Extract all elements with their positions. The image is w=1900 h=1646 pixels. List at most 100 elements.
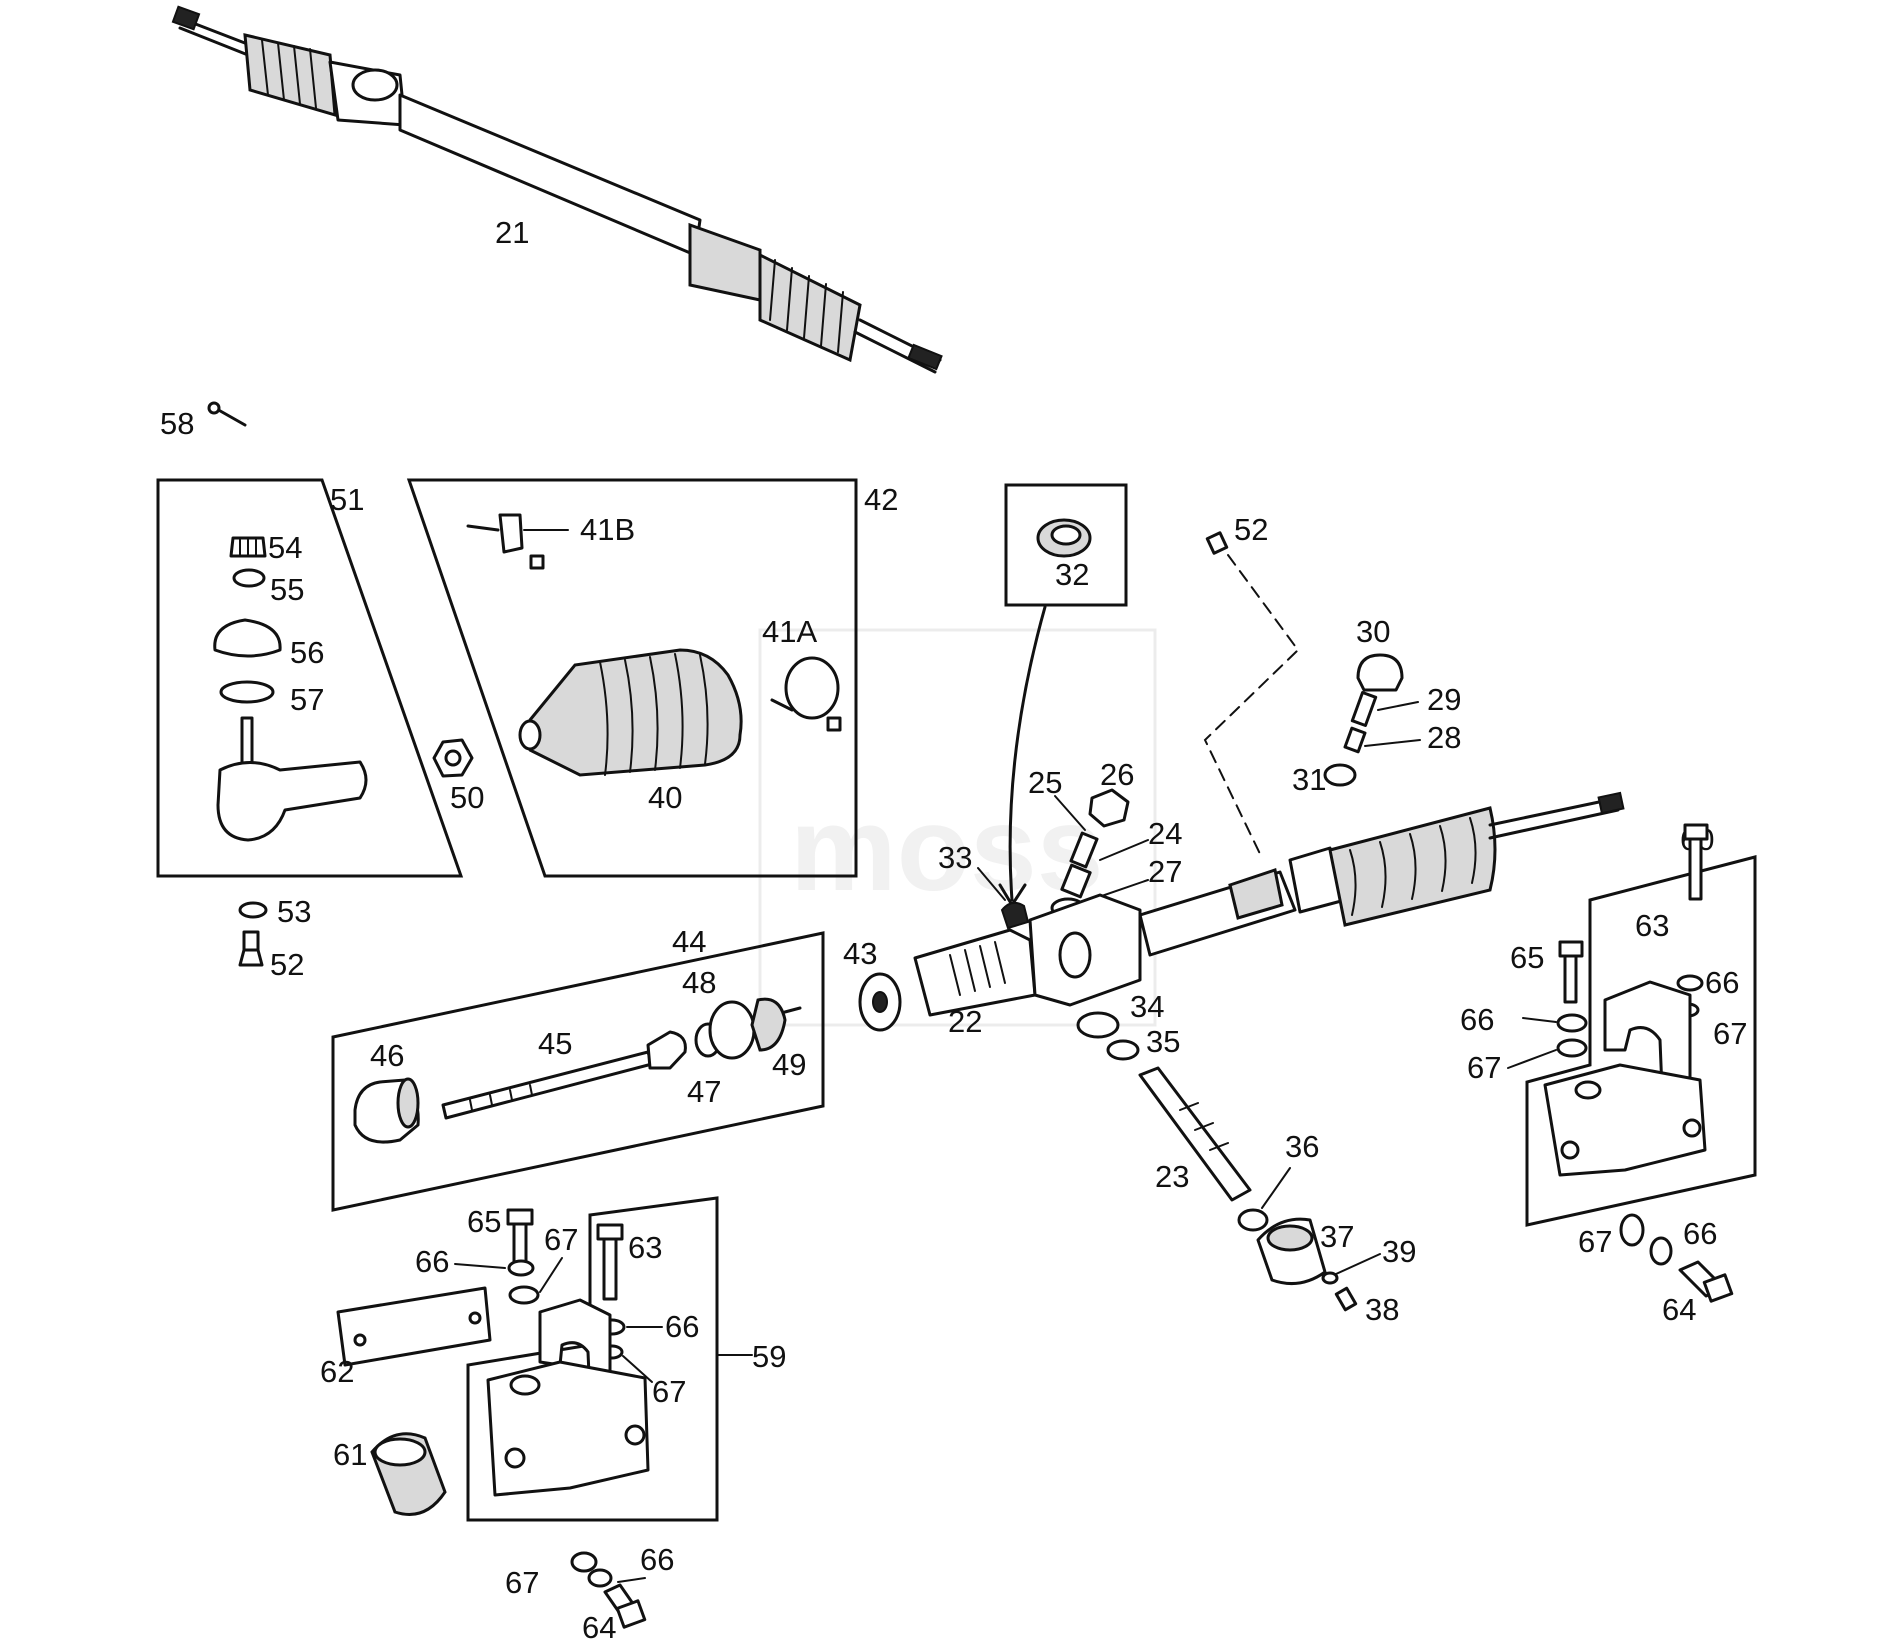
shim-31: [1323, 763, 1357, 787]
packing-strip-62: [336, 1286, 492, 1367]
seal-35: [1106, 1039, 1140, 1061]
label-48: 48: [682, 965, 716, 1000]
bolt-64a: [1678, 1260, 1734, 1303]
spring-29: [1350, 691, 1378, 727]
circlip-57: [219, 680, 275, 704]
spring-48: [708, 1000, 756, 1060]
label-57: 57: [290, 682, 324, 717]
label-67e: 67: [652, 1374, 686, 1409]
washer-67a: [1556, 1038, 1588, 1058]
label-51: 51: [330, 482, 364, 517]
label-65b: 65: [467, 1204, 501, 1239]
washer-66f: [587, 1568, 613, 1588]
dust-cover-56: [213, 618, 282, 658]
label-26: 26: [1100, 757, 1134, 792]
lock-nut-49: [750, 997, 802, 1052]
rack-assembly-21: [171, 5, 943, 374]
washer-66b: [1556, 1013, 1588, 1033]
label-67d: 67: [544, 1222, 578, 1257]
washer-67d: [508, 1285, 540, 1305]
label-55: 55: [270, 572, 304, 607]
label-38: 38: [1365, 1292, 1399, 1327]
clip-41b: [466, 513, 545, 570]
washer-55: [232, 568, 266, 588]
bolt-64b: [603, 1583, 647, 1629]
bolt-63b: [596, 1223, 624, 1301]
label-64b: 64: [582, 1610, 616, 1645]
washer-66c: [1649, 1236, 1673, 1266]
label-22: 22: [948, 1004, 982, 1039]
label-67c: 67: [1578, 1224, 1612, 1259]
label-29: 29: [1427, 682, 1461, 717]
label-50: 50: [450, 780, 484, 815]
label-54: 54: [268, 530, 302, 565]
label-35: 35: [1146, 1024, 1180, 1059]
label-67f: 67: [505, 1565, 539, 1600]
label-56: 56: [290, 635, 324, 670]
grease-nipple-52: [238, 930, 264, 967]
label-52b: 52: [1234, 512, 1268, 547]
gasket-34: [1076, 1011, 1120, 1039]
label-67b: 67: [1713, 1016, 1747, 1051]
plug-26: [1088, 788, 1130, 828]
gaiter-40: [518, 648, 743, 777]
label-33: 33: [938, 840, 972, 875]
cap-30: [1356, 653, 1404, 692]
label-27: 27: [1148, 854, 1182, 889]
label-64a: 64: [1662, 1292, 1696, 1327]
washer-66a: [1676, 974, 1704, 992]
bolt-38: [1334, 1286, 1358, 1312]
clamp-bracket-59: [486, 1298, 650, 1497]
pinion-23: [1138, 1066, 1252, 1202]
seal-43: [858, 972, 902, 1032]
label-25: 25: [1028, 765, 1062, 800]
shim-36: [1237, 1208, 1269, 1232]
label-47: 47: [687, 1074, 721, 1109]
label-23: 23: [1155, 1159, 1189, 1194]
label-31: 31: [1292, 762, 1326, 797]
label-49: 49: [772, 1047, 806, 1082]
label-66b: 66: [1460, 1002, 1494, 1037]
label-43: 43: [843, 936, 877, 971]
castle-nut-54: [229, 536, 267, 558]
dashed-leader-52: [1203, 554, 1300, 859]
grease-nipple-52b: [1205, 531, 1229, 555]
label-44: 44: [672, 924, 706, 959]
plunger-28: [1343, 726, 1367, 754]
rack-housing-22: [913, 791, 1625, 1017]
split-pin-58: [207, 401, 247, 427]
label-24: 24: [1148, 816, 1182, 851]
label-41b: 41B: [580, 512, 635, 547]
label-21: 21: [495, 215, 529, 250]
label-34: 34: [1130, 989, 1164, 1024]
washer-53: [238, 901, 268, 919]
label-42: 42: [864, 482, 898, 517]
label-39: 39: [1382, 1234, 1416, 1269]
spring-24: [1069, 831, 1099, 869]
label-40: 40: [648, 780, 682, 815]
tie-rod-45: [441, 1030, 687, 1120]
label-66e: 66: [665, 1309, 699, 1344]
nut-50: [432, 738, 474, 778]
bolt-65a: [1558, 940, 1584, 1004]
clip-41a: [770, 656, 842, 732]
label-66f: 66: [640, 1542, 674, 1577]
label-58: 58: [160, 406, 194, 441]
box-60: [1525, 855, 1757, 1227]
watermark: moss: [758, 628, 1157, 1027]
tie-rod-end-51: [216, 716, 368, 842]
box-32: [1004, 483, 1128, 607]
plunger-33: [1060, 863, 1092, 899]
label-45: 45: [538, 1026, 572, 1061]
box-51: [156, 478, 464, 878]
label-30: 30: [1356, 614, 1390, 649]
label-46: 46: [370, 1038, 404, 1073]
washer-66d: [507, 1259, 535, 1277]
washer-67c: [1619, 1213, 1645, 1247]
label-66c: 66: [1683, 1216, 1717, 1251]
ball-housing-46: [353, 1077, 420, 1144]
label-66d: 66: [415, 1244, 449, 1279]
bolt-65b: [506, 1208, 534, 1270]
label-41a: 41A: [762, 614, 817, 649]
